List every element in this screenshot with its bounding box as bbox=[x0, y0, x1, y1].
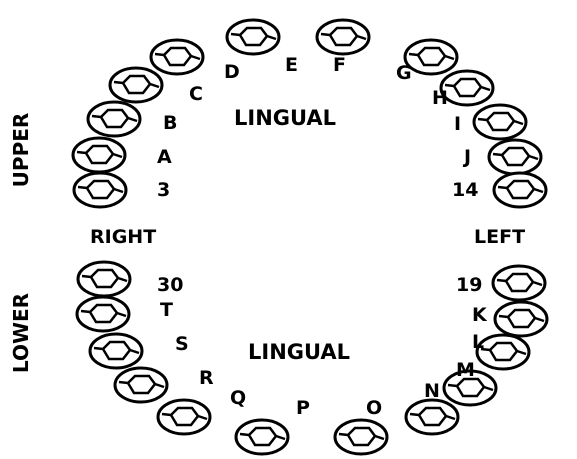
tooth-label-upper-f: F bbox=[333, 54, 346, 76]
tooth-lower-n bbox=[406, 400, 458, 434]
tooth-upper-a bbox=[73, 138, 125, 172]
tooth-label-upper-a: A bbox=[157, 146, 172, 168]
left-label: LEFT bbox=[474, 226, 525, 248]
tooth-label-upper-e: E bbox=[285, 54, 298, 76]
tooth-upper-b bbox=[88, 102, 140, 136]
tooth-lower-30 bbox=[78, 262, 130, 296]
tooth-lower-r bbox=[115, 368, 167, 402]
right-label: RIGHT bbox=[90, 226, 156, 248]
tooth-lower-q bbox=[158, 400, 210, 434]
lower-lingual-label: LINGUAL bbox=[248, 340, 350, 364]
tooth-lower-p bbox=[236, 420, 288, 454]
tooth-label-lower-q: Q bbox=[230, 387, 246, 409]
tooth-upper-d bbox=[151, 40, 203, 74]
tooth-label-upper-i: I bbox=[454, 113, 461, 135]
upper-label: UPPER bbox=[9, 113, 33, 188]
tooth-label-lower-o: O bbox=[366, 397, 382, 419]
tooth-lower-s bbox=[90, 334, 142, 368]
tooth-lower-l bbox=[477, 335, 529, 369]
tooth-upper-14 bbox=[494, 173, 546, 207]
tooth-label-upper-b: B bbox=[163, 112, 177, 134]
lower-label: LOWER bbox=[9, 293, 33, 373]
tooth-upper-c bbox=[110, 68, 162, 102]
tooth-upper-j bbox=[489, 140, 541, 174]
tooth-label-lower-l: L bbox=[472, 331, 484, 353]
tooth-lower-k bbox=[495, 302, 547, 336]
tooth-upper-f bbox=[317, 20, 369, 54]
tooth-lower-t bbox=[77, 297, 129, 331]
tooth-lower-o bbox=[335, 420, 387, 454]
tooth-label-upper-d: D bbox=[224, 61, 240, 83]
tooth-upper-e bbox=[227, 20, 279, 54]
tooth-label-lower-30: 30 bbox=[157, 274, 183, 296]
tooth-label-lower-r: R bbox=[199, 367, 214, 389]
tooth-label-upper-h: H bbox=[432, 87, 448, 109]
tooth-lower-19 bbox=[493, 266, 545, 300]
tooth-label-lower-t: T bbox=[160, 299, 173, 321]
tooth-label-lower-p: P bbox=[296, 397, 310, 419]
tooth-label-lower-s: S bbox=[175, 333, 189, 355]
tooth-label-lower-n: N bbox=[424, 380, 440, 402]
tooth-label-upper-j: J bbox=[462, 146, 471, 168]
tooth-label-upper-g: G bbox=[396, 62, 412, 84]
tooth-label-lower-m: M bbox=[456, 359, 475, 381]
tooth-label-lower-19: 19 bbox=[456, 274, 482, 296]
tooth-upper-h bbox=[441, 71, 493, 105]
tooth-label-lower-k: K bbox=[472, 304, 488, 326]
tooth-label-upper-3: 3 bbox=[157, 179, 170, 201]
tooth-label-upper-14: 14 bbox=[452, 179, 478, 201]
tooth-upper-3 bbox=[74, 173, 126, 207]
upper-lingual-label: LINGUAL bbox=[234, 106, 336, 130]
tooth-label-upper-c: C bbox=[189, 83, 203, 105]
tooth-upper-i bbox=[474, 105, 526, 139]
tooth-upper-g bbox=[405, 40, 457, 74]
